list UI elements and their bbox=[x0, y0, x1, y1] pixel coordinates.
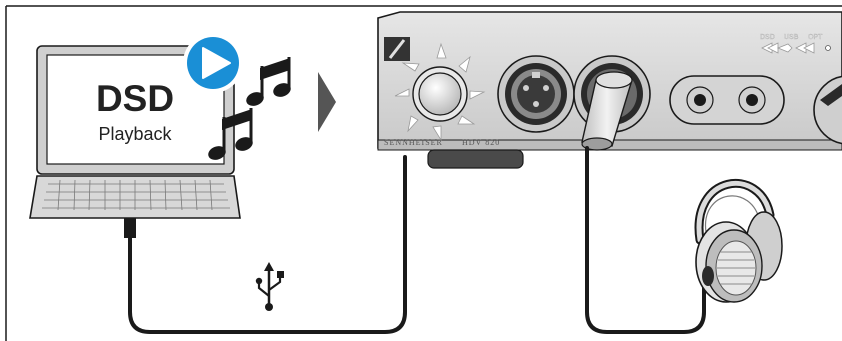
laptop-screen-subtitle: Playback bbox=[98, 124, 172, 144]
balanced-jacks bbox=[669, 75, 785, 125]
status-indicators: DSD USB OPT bbox=[760, 34, 831, 54]
indicator-label-dsd: DSD bbox=[760, 34, 775, 41]
music-notes-icon bbox=[208, 57, 291, 160]
amplifier-device: SENNHEISER HDV 820 bbox=[377, 11, 842, 169]
device-model: HDV 820 bbox=[462, 138, 500, 147]
diagram-frame bbox=[5, 5, 842, 341]
sennheiser-logo-icon bbox=[384, 37, 410, 61]
device-brand: SENNHEISER bbox=[384, 138, 443, 147]
right-knob bbox=[813, 75, 842, 145]
usb-plug-laptop bbox=[124, 218, 136, 238]
headphones-icon bbox=[694, 178, 783, 303]
xlr-jack bbox=[497, 55, 575, 133]
headphone-plug bbox=[581, 71, 633, 151]
headphone-cable bbox=[585, 146, 706, 334]
keyboard bbox=[42, 179, 230, 211]
indicator-label-opt: OPT bbox=[808, 34, 823, 41]
usb-cable bbox=[128, 155, 407, 334]
play-icon bbox=[183, 33, 243, 93]
usb-icon bbox=[255, 262, 284, 311]
knob-glow bbox=[394, 42, 486, 142]
laptop: DSD Playback bbox=[29, 45, 241, 219]
indicator-label-usb: USB bbox=[784, 34, 799, 41]
laptop-screen-title: DSD bbox=[96, 78, 174, 119]
arrow-right-icon bbox=[318, 72, 336, 132]
volume-knob bbox=[418, 72, 462, 116]
